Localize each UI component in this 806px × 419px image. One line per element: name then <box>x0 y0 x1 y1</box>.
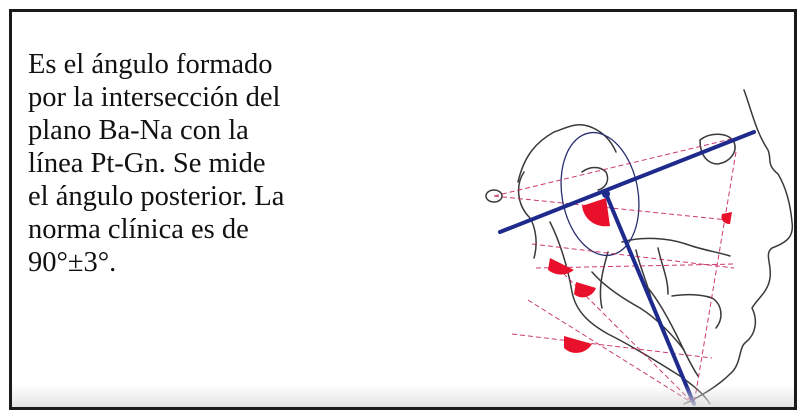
description-line: línea Pt-Gn. Se mide <box>28 148 266 179</box>
ba-na-plane-line <box>498 130 756 234</box>
description-line: por la intersección del <box>28 82 281 113</box>
description-text: Es el ángulo formado por la intersección… <box>28 48 368 279</box>
bottom-fade <box>12 385 794 407</box>
porion-circle <box>485 189 503 203</box>
cephalometric-tracing <box>485 89 794 406</box>
slide: Es el ángulo formado por la intersección… <box>9 9 797 410</box>
description-line: plano Ba-Na con la <box>28 115 249 146</box>
reference-lines <box>493 133 753 405</box>
description-line: el ángulo posterior. La <box>28 181 285 212</box>
pt-gn-line <box>604 192 696 406</box>
angle-markers <box>548 198 732 353</box>
skull-tracing <box>517 89 794 405</box>
pterygoid-ellipse <box>560 131 640 257</box>
description-line: norma clínica es de <box>28 214 249 245</box>
pt-point <box>602 190 610 198</box>
description-line: 90°±3°. <box>28 247 117 278</box>
description-line: Es el ángulo formado <box>28 49 273 80</box>
